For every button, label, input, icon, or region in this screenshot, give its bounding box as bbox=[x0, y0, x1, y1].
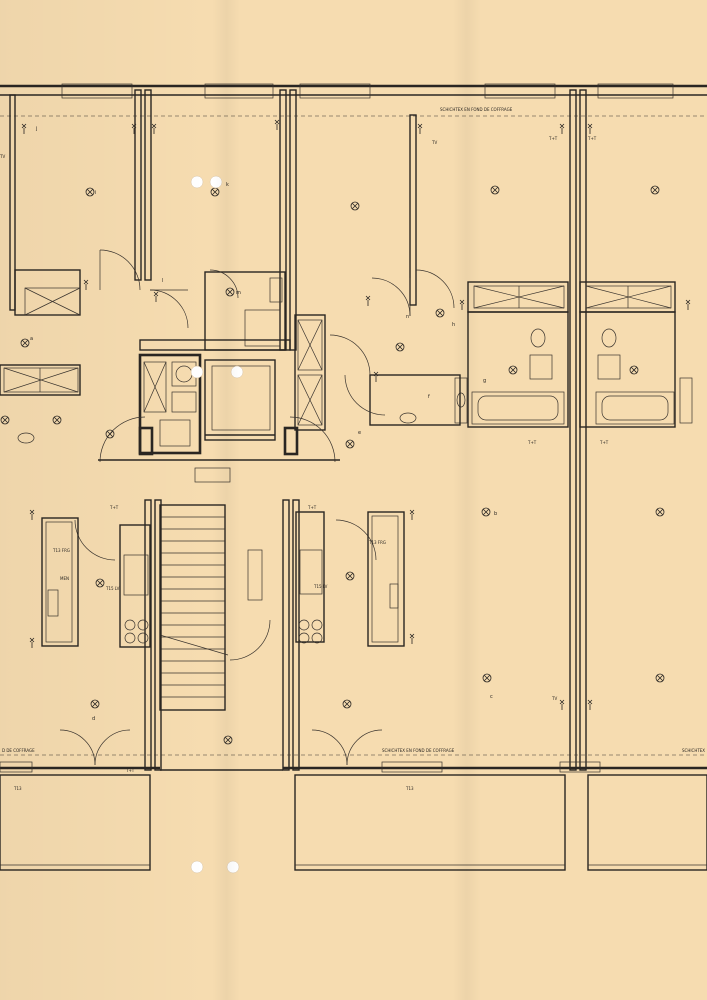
top-exterior-wall bbox=[0, 83, 707, 99]
tt-label-6: T+T bbox=[307, 505, 317, 510]
tv-label-3: TV bbox=[551, 696, 557, 701]
circuit-letter: a bbox=[30, 336, 33, 342]
circuit-letter: b bbox=[494, 511, 497, 517]
tv-label-2: TV bbox=[431, 140, 437, 145]
room-outlines-top bbox=[0, 269, 693, 444]
punch-holes bbox=[190, 175, 244, 874]
structural-walls-bottom bbox=[144, 499, 300, 771]
circuit-letter: i bbox=[95, 190, 96, 196]
central-core bbox=[138, 353, 299, 456]
circuit-letter: k bbox=[226, 182, 229, 188]
coffrage-note-bottom-center: SCHICHTEX EN FOND DE COFFRAGE bbox=[382, 748, 455, 753]
tv-label-1: TV bbox=[0, 154, 5, 159]
coffrage-note-bottom-right: SCHICHTEX bbox=[682, 748, 705, 753]
tt-label-4: T+T bbox=[599, 440, 609, 445]
men-label: MEN bbox=[60, 576, 69, 581]
light-symbols bbox=[0, 185, 665, 745]
structural-walls-top bbox=[9, 89, 587, 771]
t13-frg-label-1: T13 FRG bbox=[52, 548, 70, 553]
circuit-letter: g bbox=[483, 378, 486, 384]
tt-label-2: T+T bbox=[587, 136, 597, 141]
t15-lv-label-2: T15 LV bbox=[313, 584, 328, 589]
circuit-letter: c bbox=[490, 694, 493, 700]
circuit-letter: l bbox=[162, 278, 163, 284]
kitchen-units bbox=[41, 511, 405, 648]
circuit-letter: n bbox=[406, 314, 409, 320]
t13-label-2: T13 bbox=[405, 786, 414, 791]
t13-frg-label-2: T13 FRG bbox=[368, 540, 386, 545]
t15-lv-label-1: T15 LV bbox=[105, 586, 120, 591]
t13-label-1: T13 bbox=[13, 786, 22, 791]
tt-label-3: T+T bbox=[527, 440, 537, 445]
circuit-letter: m bbox=[236, 290, 241, 296]
tt-label-1: T+T bbox=[548, 136, 558, 141]
coffrage-note-top: SCHICHTEX EN FOND DE COFFRAGE bbox=[440, 107, 513, 112]
circuit-letter: d bbox=[92, 716, 95, 722]
tt-label-5: T+T bbox=[109, 505, 119, 510]
switch-symbols bbox=[21, 119, 691, 710]
door-swings bbox=[59, 249, 455, 766]
circuit-letter: h bbox=[452, 322, 455, 328]
circuit-letter: e bbox=[358, 430, 361, 436]
staircase bbox=[159, 467, 263, 711]
coffrage-note-bottom-left: D DE COFFRAGE bbox=[2, 748, 35, 753]
circuit-letter: j bbox=[35, 126, 37, 132]
tt-label-7: T+T bbox=[125, 768, 135, 773]
bottom-facade bbox=[0, 754, 707, 871]
circuit-letter: f bbox=[428, 394, 430, 400]
